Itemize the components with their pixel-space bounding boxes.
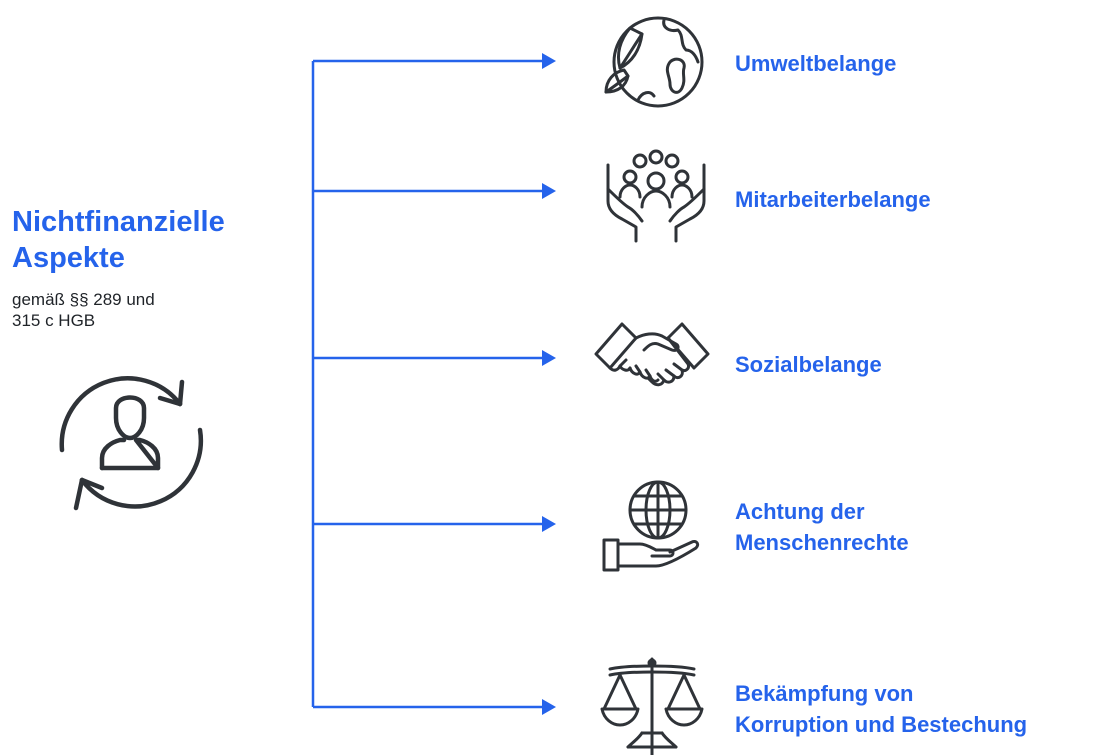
item-label-social: Sozialbelange: [735, 349, 1095, 380]
handshake-icon: [594, 322, 710, 387]
page-title: Nichtfinanzielle Aspekte: [12, 204, 302, 276]
globe-in-hand-icon: [602, 480, 700, 572]
title-line-1: Nichtfinanzielle: [12, 206, 225, 238]
label-line: Menschenrechte: [735, 530, 909, 555]
people-in-hands-icon: [606, 149, 706, 243]
scales-of-justice-icon: [600, 657, 704, 755]
subtitle-line-2: 315 c HGB: [12, 311, 96, 330]
arrow-head: [542, 183, 556, 199]
subtitle-line-1: gemäß §§ 289 und: [12, 290, 155, 309]
label-line: Bekämpfung von: [735, 681, 914, 706]
label-line: Achtung der: [735, 499, 865, 524]
item-label-human-rights: Achtung der Menschenrechte: [735, 496, 1095, 558]
earth-leaf-icon: [604, 16, 704, 108]
person-refresh-icon: [59, 376, 204, 511]
legal-reference: gemäß §§ 289 und 315 c HGB: [12, 289, 272, 331]
label-line: Umweltbelange: [735, 51, 897, 76]
arrow-head: [542, 516, 556, 532]
arrow-head: [542, 350, 556, 366]
label-line: Sozialbelange: [735, 352, 882, 377]
item-label-employees: Mitarbeiterbelange: [735, 184, 1095, 215]
arrow-head: [542, 699, 556, 715]
label-line: Mitarbeiterbelange: [735, 187, 931, 212]
item-label-anti-corruption: Bekämpfung von Korruption und Bestechung: [735, 678, 1095, 740]
label-line: Korruption und Bestechung: [735, 712, 1028, 737]
title-line-2: Aspekte: [12, 242, 125, 274]
item-label-environment: Umweltbelange: [735, 48, 1095, 79]
arrow-head: [542, 53, 556, 69]
